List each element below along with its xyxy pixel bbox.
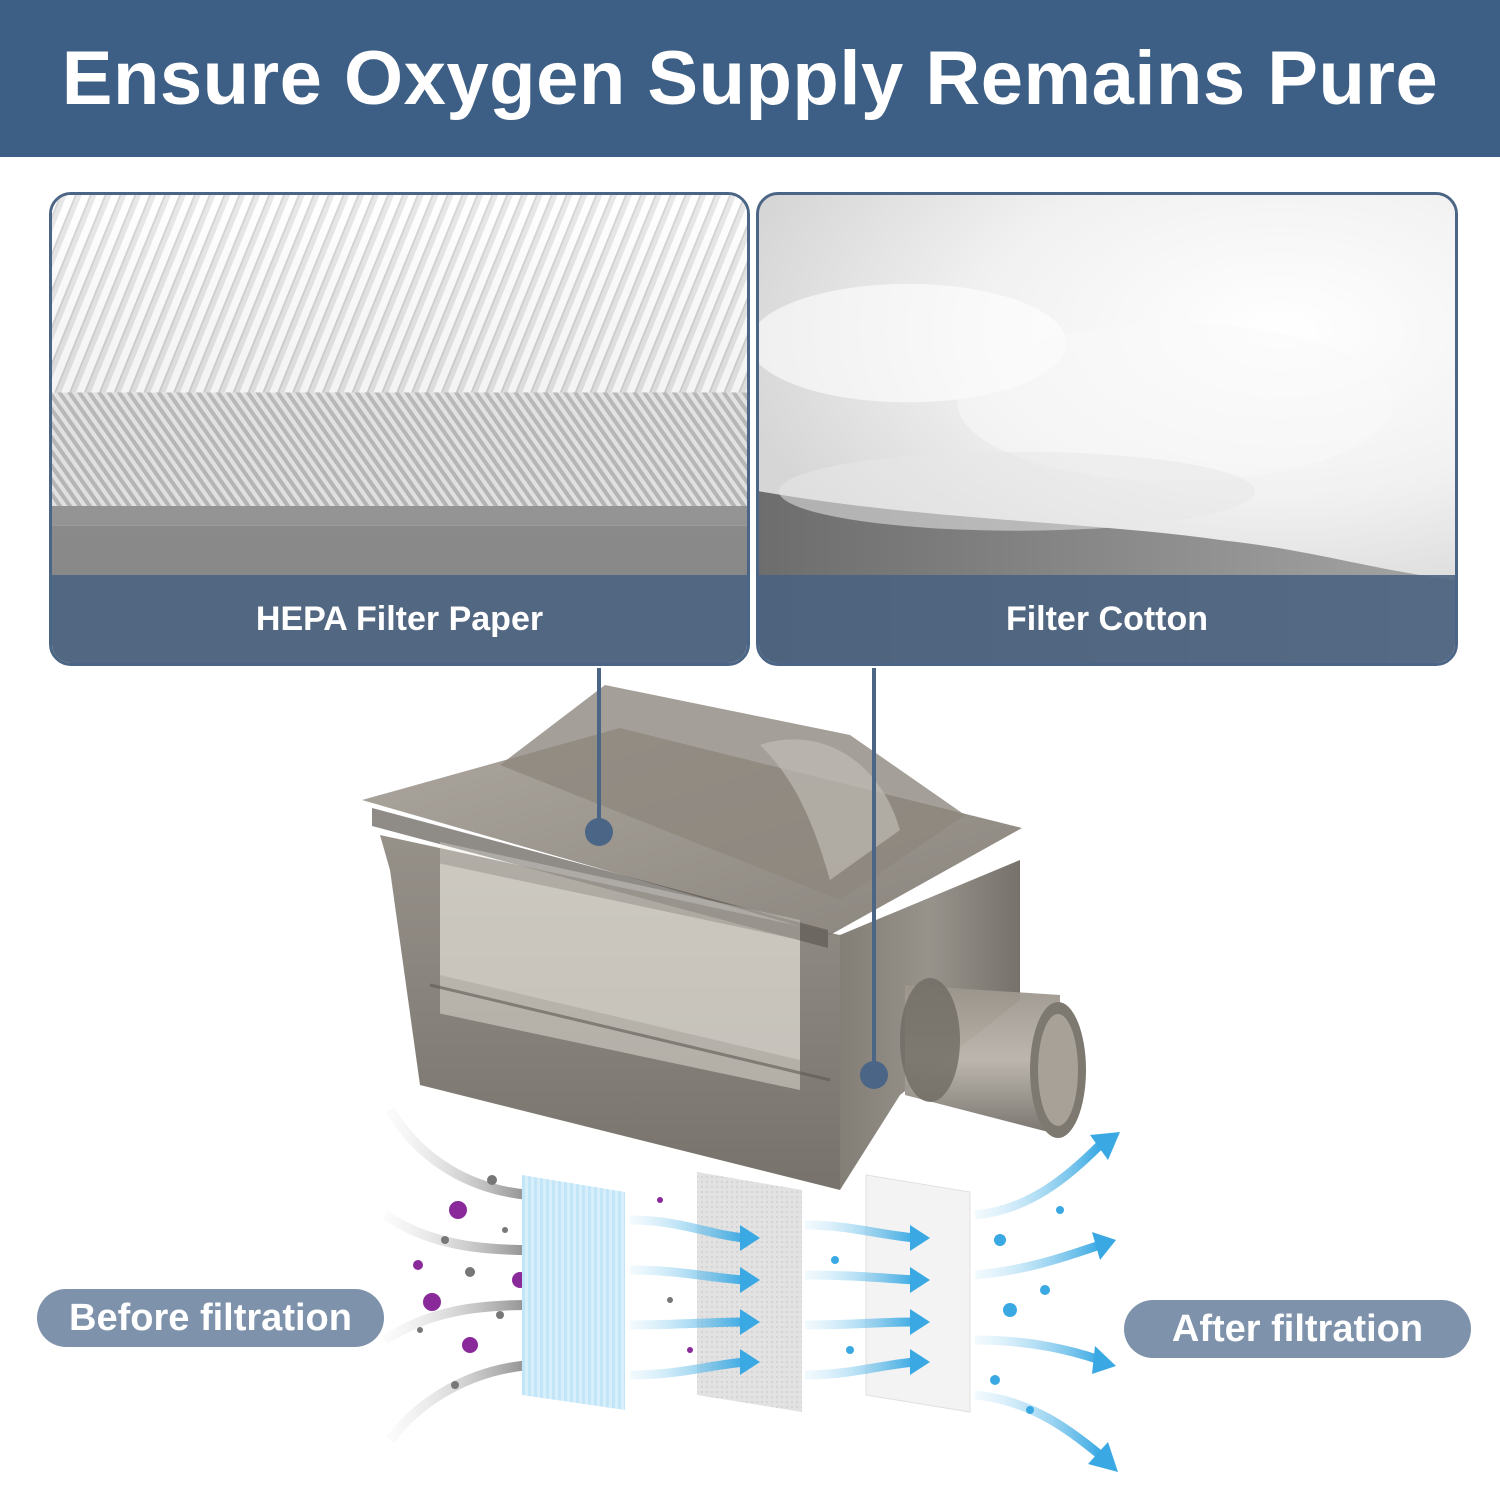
filter-layer-1 bbox=[522, 1175, 625, 1410]
cotton-pointer bbox=[860, 668, 888, 1089]
cotton-caption: Filter Cotton bbox=[759, 575, 1455, 663]
clean-air-particles bbox=[657, 1197, 1064, 1414]
filter-layer-3 bbox=[865, 1174, 971, 1413]
page-title: Ensure Oxygen Supply Remains Pure bbox=[61, 36, 1439, 121]
filter-layer-2 bbox=[697, 1172, 802, 1412]
pollutant-particles bbox=[413, 1175, 528, 1389]
hepa-pointer bbox=[585, 668, 613, 846]
filter-cotton-panel: Filter Cotton bbox=[756, 192, 1458, 666]
hepa-caption: HEPA Filter Paper bbox=[52, 575, 747, 663]
filter-box bbox=[362, 685, 1022, 1190]
header-banner: Ensure Oxygen Supply Remains Pure bbox=[0, 0, 1500, 157]
after-filtration-label: After filtration bbox=[1124, 1300, 1471, 1358]
hepa-filter-panel: HEPA Filter Paper bbox=[49, 192, 750, 666]
before-filtration-label: Before filtration bbox=[37, 1289, 384, 1347]
filtered-air-arrows bbox=[629, 1132, 1120, 1472]
outlet-tube bbox=[900, 978, 1086, 1138]
